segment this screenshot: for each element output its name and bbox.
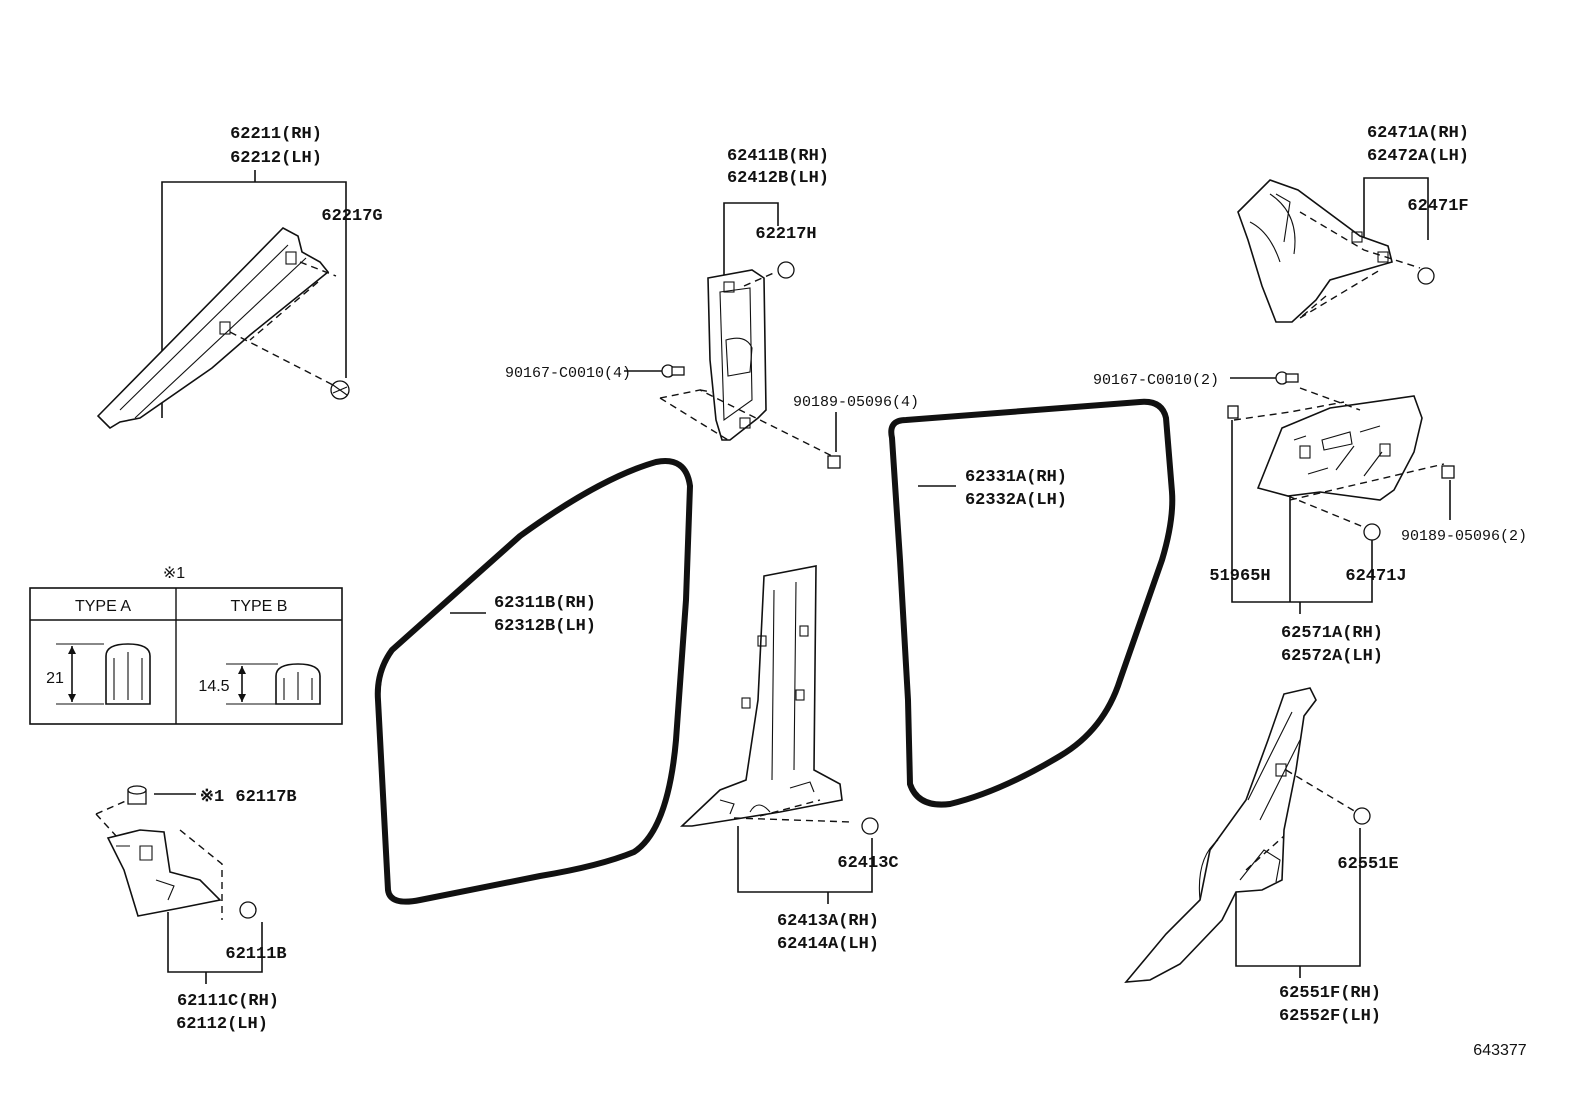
- label-62551f: 62551F(RH): [1279, 984, 1381, 1003]
- label-62414a: 62414A(LH): [777, 935, 879, 954]
- type-b-dim: 14.5: [198, 678, 229, 695]
- label-62413c: 62413C: [837, 854, 898, 873]
- quarter-trim-panel: 90167-C0010(2) 90189-05096(2) 51965H 624…: [1093, 371, 1527, 666]
- label-62332a: 62332A(LH): [965, 491, 1067, 510]
- front-door-weatherstrip: 62311B(RH) 62312B(LH): [374, 458, 694, 905]
- type-b-header: TYPE B: [231, 598, 288, 615]
- label-62117b-mark: ※1: [200, 788, 224, 807]
- label-62111b: 62111B: [225, 945, 286, 964]
- label-90189-05096-4: 90189-05096(4): [793, 394, 919, 411]
- rear-door-weatherstrip: 62331A(RH) 62332A(LH): [888, 398, 1176, 808]
- type-a-dim: 21: [46, 670, 64, 687]
- label-62331a: 62331A(RH): [965, 468, 1067, 487]
- label-62551e: 62551E: [1337, 855, 1398, 874]
- label-62411b: 62411B(RH): [727, 147, 829, 166]
- b-pillar-upper-garnish: 62411B(RH) 62412B(LH) 62217H 90167-C0010…: [505, 147, 919, 469]
- cowl-side-trim: ※1 62117B 62111B 62111C(RH) 62112(LH): [95, 785, 297, 1034]
- a-pillar-garnish: 62211(RH) 62212(LH) 62217G: [96, 125, 383, 430]
- label-62217g: 62217G: [321, 207, 382, 226]
- label-62472a: 62472A(LH): [1367, 147, 1469, 166]
- label-62412b: 62412B(LH): [727, 169, 829, 188]
- label-62212: 62212(LH): [230, 149, 322, 168]
- label-62211: 62211(RH): [230, 125, 322, 144]
- label-62471f: 62471F: [1407, 197, 1468, 216]
- type-a-header: TYPE A: [75, 598, 131, 615]
- clip-type-table: ※1 TYPE A TYPE B 21 14.5: [29, 565, 343, 725]
- label-62112: 62112(LH): [176, 1015, 268, 1034]
- label-90167-c0010-4: 90167-C0010(4): [505, 365, 631, 382]
- diagram-reference-number: 643377: [1473, 1042, 1526, 1059]
- b-pillar-lower-garnish: 62413C 62413A(RH) 62414A(LH): [679, 565, 899, 954]
- label-51965h: 51965H: [1209, 567, 1270, 586]
- label-62571a: 62571A(RH): [1281, 624, 1383, 643]
- label-62552f: 62552F(LH): [1279, 1007, 1381, 1026]
- table-mark: ※1: [163, 565, 185, 582]
- label-62413a: 62413A(RH): [777, 912, 879, 931]
- label-62572a: 62572A(LH): [1281, 647, 1383, 666]
- label-62471a: 62471A(RH): [1367, 124, 1469, 143]
- quarter-lower-garnish: 62551E 62551F(RH) 62552F(LH): [1124, 687, 1399, 1026]
- label-62312b: 62312B(LH): [494, 617, 596, 636]
- label-62217h: 62217H: [755, 225, 816, 244]
- label-62117b: 62117B: [235, 788, 296, 807]
- label-62311b: 62311B(RH): [494, 594, 596, 613]
- label-90189-05096-2: 90189-05096(2): [1401, 528, 1527, 545]
- label-90167-c0010-2: 90167-C0010(2): [1093, 372, 1219, 389]
- label-62471j: 62471J: [1345, 567, 1406, 586]
- roof-side-inner-garnish: 62471A(RH) 62472A(LH) 62471F: [1237, 124, 1469, 323]
- label-62111c: 62111C(RH): [177, 992, 279, 1011]
